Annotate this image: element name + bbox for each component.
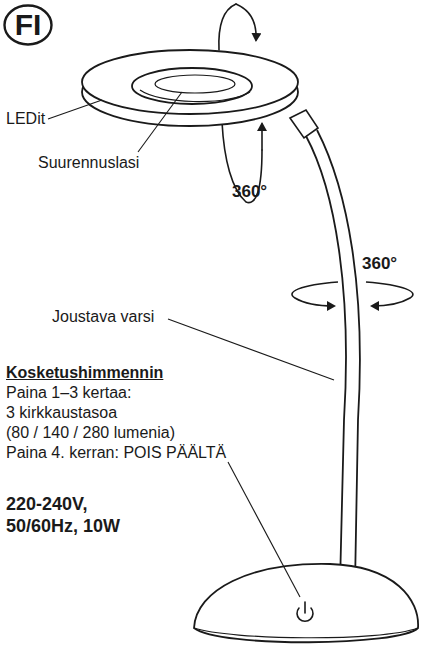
neck-joint [290,110,318,138]
part-label: Joustava varsi [52,308,154,326]
power-symbol [297,602,313,621]
rotation-arrow [219,4,236,50]
instruction-text: (80 / 140 / 280 lumenia) [6,424,175,442]
rotation-label: 360° [362,254,397,273]
instruction-text: 3 kirkkaustasoa [6,404,117,422]
power-spec: 220-240V, [6,494,87,514]
rotation-label: 360° [232,182,267,201]
section-heading: Kosketushimmennin [6,364,163,382]
power-spec: 50/60Hz, 10W [6,516,120,536]
rotation-arrow [236,4,256,40]
part-label: LEDit [6,110,45,128]
rotation-arrow [261,124,263,150]
language-badge: FI [3,4,53,46]
language-code: FI [15,8,42,42]
flexible-arm [306,130,360,585]
instruction-text: Paina 4. kerran: POIS PÄÄLTÄ [6,444,226,462]
instruction-text: Paina 1–3 kertaa: [6,384,131,402]
lamp-base [194,564,418,642]
part-label: Suurennuslasi [38,154,139,172]
lamp-head [82,50,298,126]
rotation-arrow [292,282,413,306]
